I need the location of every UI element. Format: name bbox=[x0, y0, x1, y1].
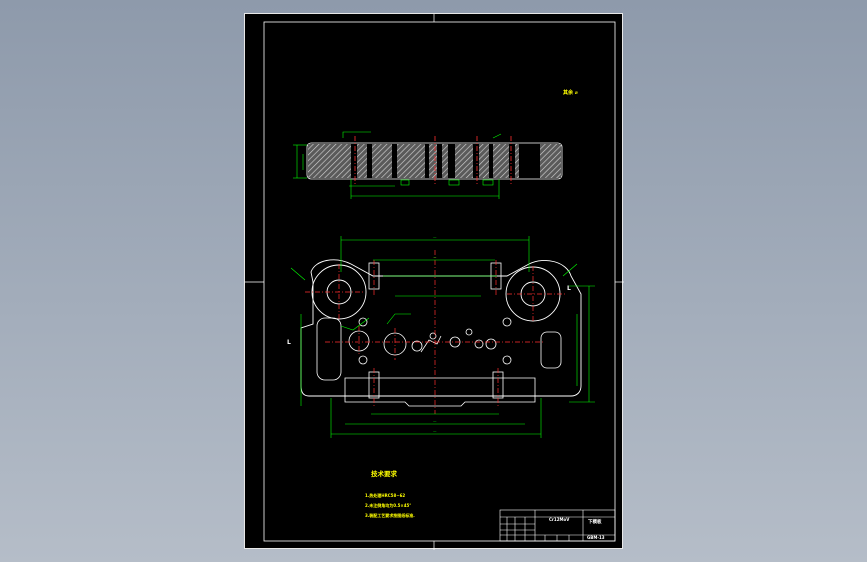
left-slot bbox=[316, 317, 342, 381]
plan-centerlines bbox=[305, 250, 567, 414]
dowel-holes bbox=[358, 317, 512, 365]
drawing-sheet: 其余 ⌀ bbox=[244, 13, 624, 550]
title-material: Cr12MoV bbox=[549, 517, 570, 522]
tech-note: 3.装配工艺要求按图纸标准. bbox=[365, 512, 415, 518]
tech-note: 2.未注倒角均为0.5×45° bbox=[365, 502, 411, 508]
hatch-segment bbox=[357, 144, 367, 178]
tech-title: 技术要求 bbox=[371, 469, 398, 478]
hatch-segment bbox=[540, 144, 561, 178]
hatch-segment bbox=[493, 144, 509, 178]
hole-small bbox=[474, 339, 484, 349]
section-centerlines bbox=[354, 136, 512, 186]
drawing-frame bbox=[263, 21, 616, 542]
hatch-segment bbox=[397, 144, 425, 178]
hole-small bbox=[485, 338, 497, 350]
hatch-segment bbox=[479, 144, 489, 178]
right-slot bbox=[540, 331, 562, 369]
hole-small bbox=[429, 332, 437, 340]
cad-drawing: 其余 ⌀ bbox=[245, 14, 624, 550]
hatch-segment bbox=[372, 144, 392, 178]
hatch-segment bbox=[455, 144, 473, 178]
frame-ticks bbox=[245, 14, 624, 550]
hatch-segment bbox=[429, 144, 437, 178]
svg-text:—: — bbox=[433, 255, 437, 259]
hatch-segment bbox=[515, 144, 519, 178]
title-block bbox=[499, 509, 616, 542]
hole-small bbox=[465, 328, 473, 336]
title-drawing-no: GBM-13 bbox=[587, 535, 605, 540]
hatch-segment bbox=[308, 144, 351, 178]
svg-text:—: — bbox=[433, 429, 437, 433]
svg-text:—: — bbox=[433, 235, 437, 239]
hole-small bbox=[411, 340, 423, 352]
title-part-name: 下模板 bbox=[588, 518, 602, 525]
side-mark-left: L bbox=[287, 339, 291, 346]
plate-outline bbox=[300, 259, 582, 397]
section-view bbox=[293, 131, 563, 199]
hatch-segment bbox=[442, 144, 448, 178]
svg-text:—: — bbox=[433, 419, 437, 423]
plan-dimensions bbox=[290, 236, 595, 438]
section-dimensions bbox=[293, 131, 502, 199]
plan-dim-texts: — — — — bbox=[433, 235, 437, 433]
side-mark-right: L bbox=[567, 285, 571, 292]
roughness-note: 其余 ⌀ bbox=[563, 89, 578, 96]
tech-note: 1.热处理HRC58~62 bbox=[365, 492, 405, 498]
plan-view: — — — — bbox=[290, 235, 595, 438]
center-cavity bbox=[344, 377, 536, 407]
